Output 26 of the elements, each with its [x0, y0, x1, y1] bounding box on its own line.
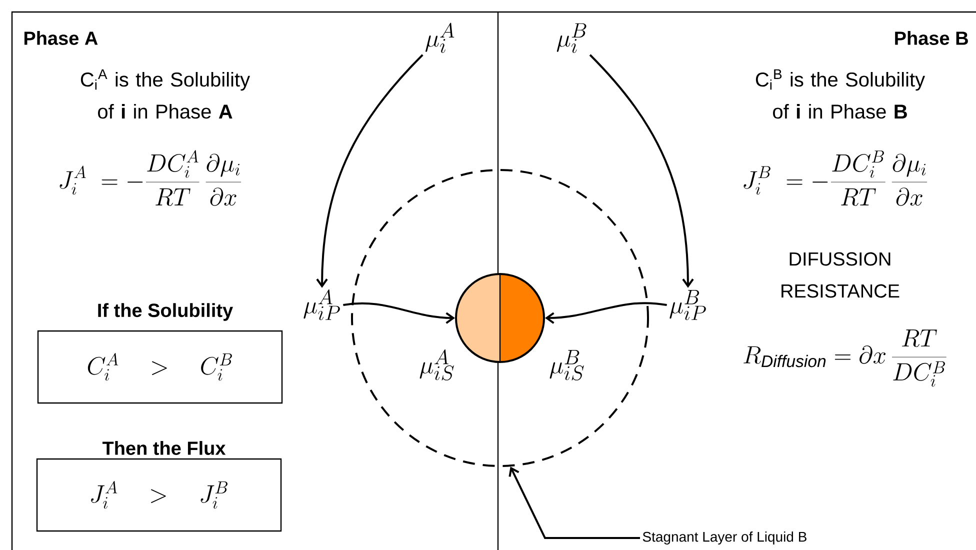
flux-equation: $J_{i}^{B}\;=-\frac{DC_{i}^{B}}{RT}\,\frac{\partial\mu_{i}}{\partial x}$	[744, 150, 928, 206]
flux-equation: $J_{i}^{A}\;=-\frac{DC_{i}^{A}}{RT}\,\frac{\partial\mu_{i}}{\partial x}$	[60, 150, 241, 206]
arrow	[589, 54, 694, 288]
chemical-potential: $\mu_{iP}^{B}$	[670, 290, 706, 320]
chemical-potential: $\mu_{iS}^{B}$	[550, 350, 584, 380]
annotation-text: Stagnant Layer of Liquid B	[642, 531, 806, 545]
resistance-equation: $R_{\mathit{Diffusion}}=\partial x\,\frac{RT}{DC_{i}^{B}}$	[744, 330, 946, 387]
phase-heading: Phase A	[24, 31, 98, 45]
chemical-potential: $\mu_{i}^{A}$	[426, 22, 454, 53]
particle	[455, 273, 545, 363]
arrow	[343, 302, 456, 324]
chemical-potential: $\mu_{i}^{B}$	[556, 23, 586, 53]
stagnant-layer-circle	[351, 169, 649, 467]
solubility-text: C$_{i}$$^{A}$ is the Solubility of i in Phase A	[80, 69, 250, 119]
chemical-potential: $\mu_{iS}^{A}$	[420, 349, 454, 380]
node-label: If the Solubility	[98, 303, 233, 321]
comparison-box: Then the Flux $J_{i}^{A}\quad>\quad J_{i}^{B}$	[36, 441, 282, 532]
chemical-potential: $\mu_{iP}^{A}$	[304, 289, 340, 320]
arrow	[545, 302, 667, 324]
comparison-box: If the Solubility $C_{i}^{A}\quad>\quad C_{i}^{B}$	[37, 303, 283, 404]
solubility-text: C$_{i}$$^{B}$ is the Solubility of i in Phase B	[756, 69, 926, 119]
node-label: Then the Flux	[102, 441, 226, 455]
phase-heading: Phase B	[895, 31, 968, 45]
arrow	[316, 54, 424, 288]
resistance-heading: DIFUSSION RESISTANCE	[782, 252, 900, 298]
leader-line	[508, 466, 640, 539]
